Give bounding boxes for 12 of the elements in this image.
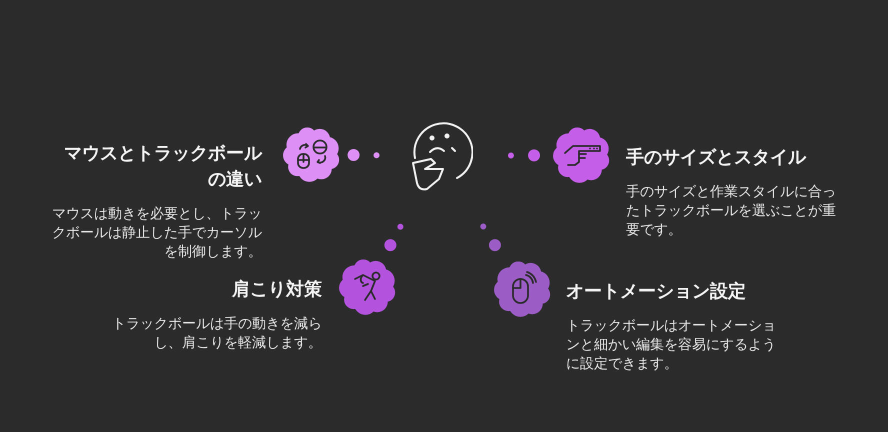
item-description: マウスは動きを必要とし、トラックボールは静止した手でカーソルを制御します。 xyxy=(52,204,262,261)
item-heading: マウスとトラックボールの違い xyxy=(63,142,262,191)
dotted-connector xyxy=(508,149,540,162)
dotted-connector xyxy=(384,224,404,252)
item-description: トラックボールは手の動きを減らし、肩こりを軽減します。 xyxy=(112,314,322,352)
item-description: トラックボールはオートメーションと細かい編集を容易にするように設定できます。 xyxy=(566,316,776,373)
item-heading: 手のサイズとスタイル xyxy=(626,146,806,169)
dotted-connector xyxy=(480,224,501,252)
dotted-connector xyxy=(348,149,380,161)
item-heading: 肩こり対策 xyxy=(232,278,322,301)
item-description: 手のサイズと作業スタイルに合ったトラックボールを選ぶことが重要です。 xyxy=(626,182,836,239)
item-heading: オートメーション設定 xyxy=(566,280,746,303)
